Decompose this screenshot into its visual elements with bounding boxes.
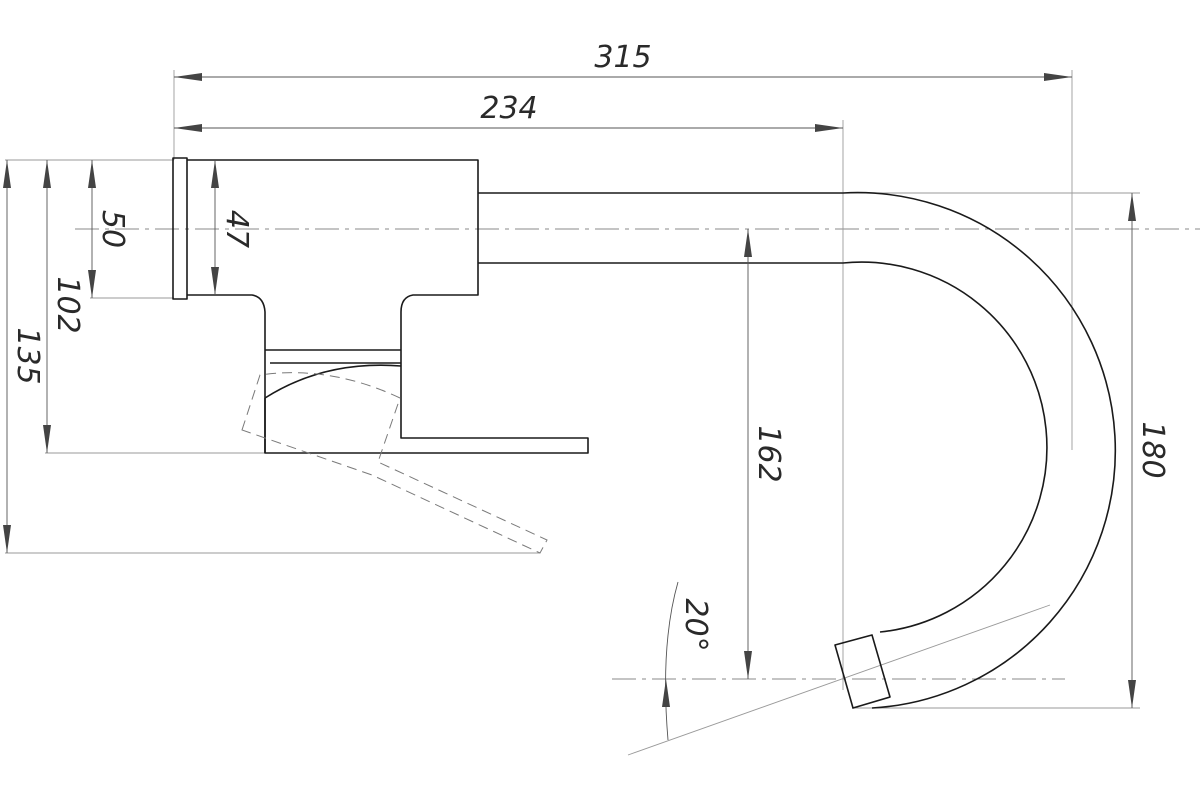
spout xyxy=(478,191,1117,709)
dimension-labels: 315 234 50 47 102 135 162 180 20° xyxy=(10,40,1170,652)
dim-outlet-height: 162 xyxy=(751,425,786,482)
dim-handle-height: 102 xyxy=(50,276,85,333)
arrowheads xyxy=(3,73,1136,708)
lever-open-position xyxy=(241,372,548,554)
center-lines xyxy=(75,228,1200,680)
dim-base-diameter: 50 xyxy=(95,210,130,248)
dim-lever-open-height: 135 xyxy=(10,327,45,384)
dim-outlet-angle: 20° xyxy=(678,598,713,651)
mixer-body xyxy=(187,159,589,454)
dim-body-height: 47 xyxy=(219,210,254,248)
wall-flange xyxy=(172,157,188,300)
dim-total-height: 180 xyxy=(1135,421,1170,478)
aerator xyxy=(834,634,891,709)
dim-overall-length: 315 xyxy=(594,40,651,75)
lever-handle xyxy=(264,364,402,399)
dimension-lines xyxy=(6,76,1133,741)
dim-spout-reach: 234 xyxy=(480,91,537,126)
faucet-body xyxy=(172,157,1117,709)
extension-lines xyxy=(5,70,1140,756)
